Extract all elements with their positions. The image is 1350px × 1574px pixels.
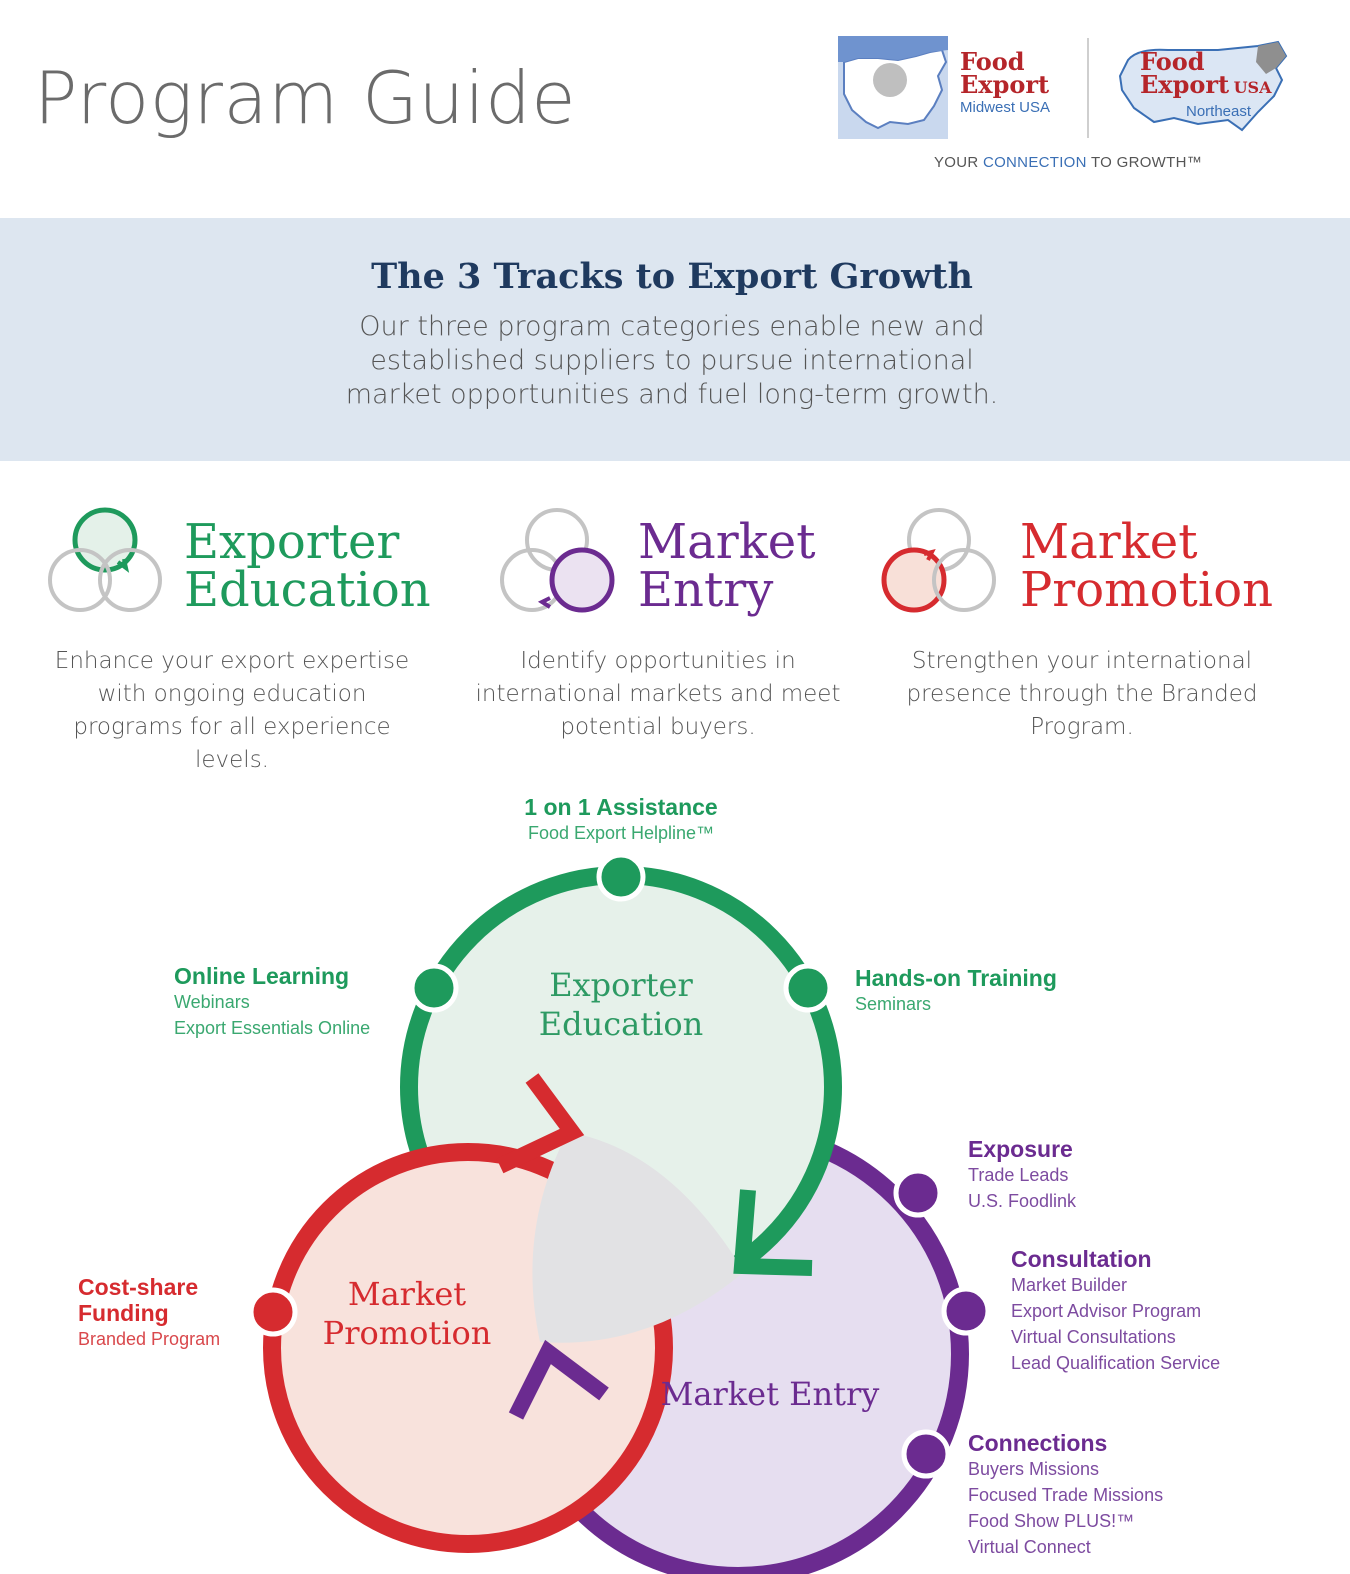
consultation-label: Consultation Market Builder Export Advis… [1011, 1246, 1220, 1376]
tagline-post: TO GROWTH™ [1086, 154, 1203, 171]
track-exporter-education-desc: Enhance your export expertise with ongoi… [54, 648, 410, 773]
green-arrow-icon [733, 1189, 813, 1276]
connections-item: Food Show PLUS!™ [968, 1511, 1135, 1531]
track-market-promotion-desc: Strengthen your international presence t… [906, 648, 1258, 740]
education-label-line2: Education [538, 1005, 704, 1043]
track-title-line1: Exporter [184, 514, 400, 570]
midwest-map-top [838, 36, 948, 62]
cost-share-item: Branded Program [78, 1329, 221, 1349]
midwest-logo-text: Food Export Midwest USA [960, 50, 1050, 119]
node-consultation [941, 1286, 991, 1336]
exposure-label: Exposure Trade Leads U.S. Foodlink [968, 1136, 1076, 1214]
cost-share-heading-line1: Cost-share [78, 1274, 199, 1300]
connections-item: Buyers Missions [968, 1459, 1100, 1479]
intro-body: Our three program categories enable new … [345, 311, 999, 410]
connections-item: Focused Trade Missions [968, 1485, 1164, 1505]
connections-heading: Connections [968, 1430, 1108, 1456]
hands-on-label: Hands-on Training Seminars [855, 965, 1057, 1017]
consultation-item: Export Advisor Program [1011, 1301, 1202, 1321]
northeast-logo-usa: USA [1233, 78, 1272, 97]
node-hands-on [783, 963, 833, 1013]
online-learning-item: Export Essentials Online [174, 1018, 371, 1038]
midwest-logo-region: Midwest USA [960, 99, 1051, 116]
track-title-line2: Promotion [1020, 562, 1274, 618]
consultation-heading: Consultation [1011, 1246, 1152, 1272]
one-on-one-label: 1 on 1 Assistance Food Export Helpline™ [500, 794, 742, 846]
purple-arrow-icon [508, 1339, 609, 1420]
exposure-item: U.S. Foodlink [968, 1191, 1077, 1211]
online-learning-item: Webinars [174, 992, 250, 1012]
one-on-one-item: Food Export Helpline™ [527, 823, 715, 843]
track-market-entry-title: Market Entry [638, 518, 816, 614]
market-promotion-icon [881, 508, 996, 613]
track-title-line1: Market [638, 514, 816, 570]
promotion-label-line1: Market [347, 1275, 467, 1313]
midwest-logo-food: Food [960, 47, 1025, 76]
connections-label: Connections Buyers Missions Focused Trad… [968, 1430, 1163, 1560]
intro-title: The 3 Tracks to Export Growth [371, 256, 973, 297]
promotion-label-line2: Promotion [322, 1314, 492, 1352]
logo-group [838, 36, 1298, 186]
track-exporter-education-title: Exporter Education [184, 518, 431, 614]
intro-band [0, 218, 1350, 461]
northeast-logo-region: Northeast [1186, 103, 1252, 120]
entry-circle-label: Market Entry [660, 1375, 880, 1413]
exporter-education-icon [48, 507, 162, 612]
hands-on-heading: Hands-on Training [855, 965, 1057, 991]
education-circle-label: Exporter Education [520, 966, 722, 1044]
node-cost-share [248, 1287, 298, 1337]
page-title: Program Guide [34, 56, 577, 140]
red-arrow-icon [496, 1073, 585, 1174]
track-title-line2: Education [184, 562, 431, 618]
tracks-cycle-diagram [248, 852, 991, 1574]
northeast-logo-export: Export [1140, 70, 1230, 99]
one-on-one-heading: 1 on 1 Assistance [524, 794, 718, 820]
node-online-learning [409, 963, 459, 1013]
node-one-on-one [596, 852, 646, 902]
track-market-promotion-title: Market Promotion [1020, 518, 1273, 614]
track-title-line1: Market [1020, 514, 1198, 570]
track-market-entry-desc: Identify opportunities in international … [475, 648, 841, 740]
promotion-circle-label: Market Promotion [306, 1275, 508, 1353]
northeast-logo-food: Food [1140, 47, 1205, 76]
usa-map-logos [838, 36, 1288, 139]
northeast-logo-text: Food Export USA Northeast [1140, 50, 1272, 123]
logo-divider [1087, 38, 1089, 138]
tagline-highlight: CONNECTION [982, 154, 1087, 171]
exposure-heading: Exposure [968, 1136, 1073, 1162]
consultation-item: Virtual Consultations [1011, 1327, 1176, 1347]
track-title-line2: Entry [638, 562, 774, 618]
connections-item: Virtual Connect [968, 1537, 1091, 1557]
center-overlap [532, 1132, 744, 1343]
education-label-line1: Exporter [549, 966, 693, 1004]
online-learning-heading: Online Learning [174, 963, 350, 989]
midwest-highlight-icon [873, 63, 907, 97]
tagline-pre: YOUR [933, 154, 983, 171]
cost-share-heading-line2: Funding [78, 1300, 169, 1326]
consultation-item: Lead Qualification Service [1011, 1353, 1221, 1373]
hands-on-item: Seminars [855, 994, 932, 1014]
consultation-item: Market Builder [1011, 1275, 1128, 1295]
node-exposure [893, 1168, 943, 1218]
midwest-logo-export: Export [960, 70, 1050, 99]
cost-share-label: Cost-share Funding Branded Program [78, 1274, 220, 1352]
northeast-highlight-icon [1256, 42, 1286, 74]
online-learning-label: Online Learning Webinars Export Essentia… [174, 963, 370, 1041]
tagline: YOUR CONNECTION TO GROWTH™ [838, 154, 1298, 171]
exposure-item: Trade Leads [968, 1165, 1069, 1185]
node-connections [901, 1429, 951, 1479]
market-entry-icon [500, 508, 615, 613]
